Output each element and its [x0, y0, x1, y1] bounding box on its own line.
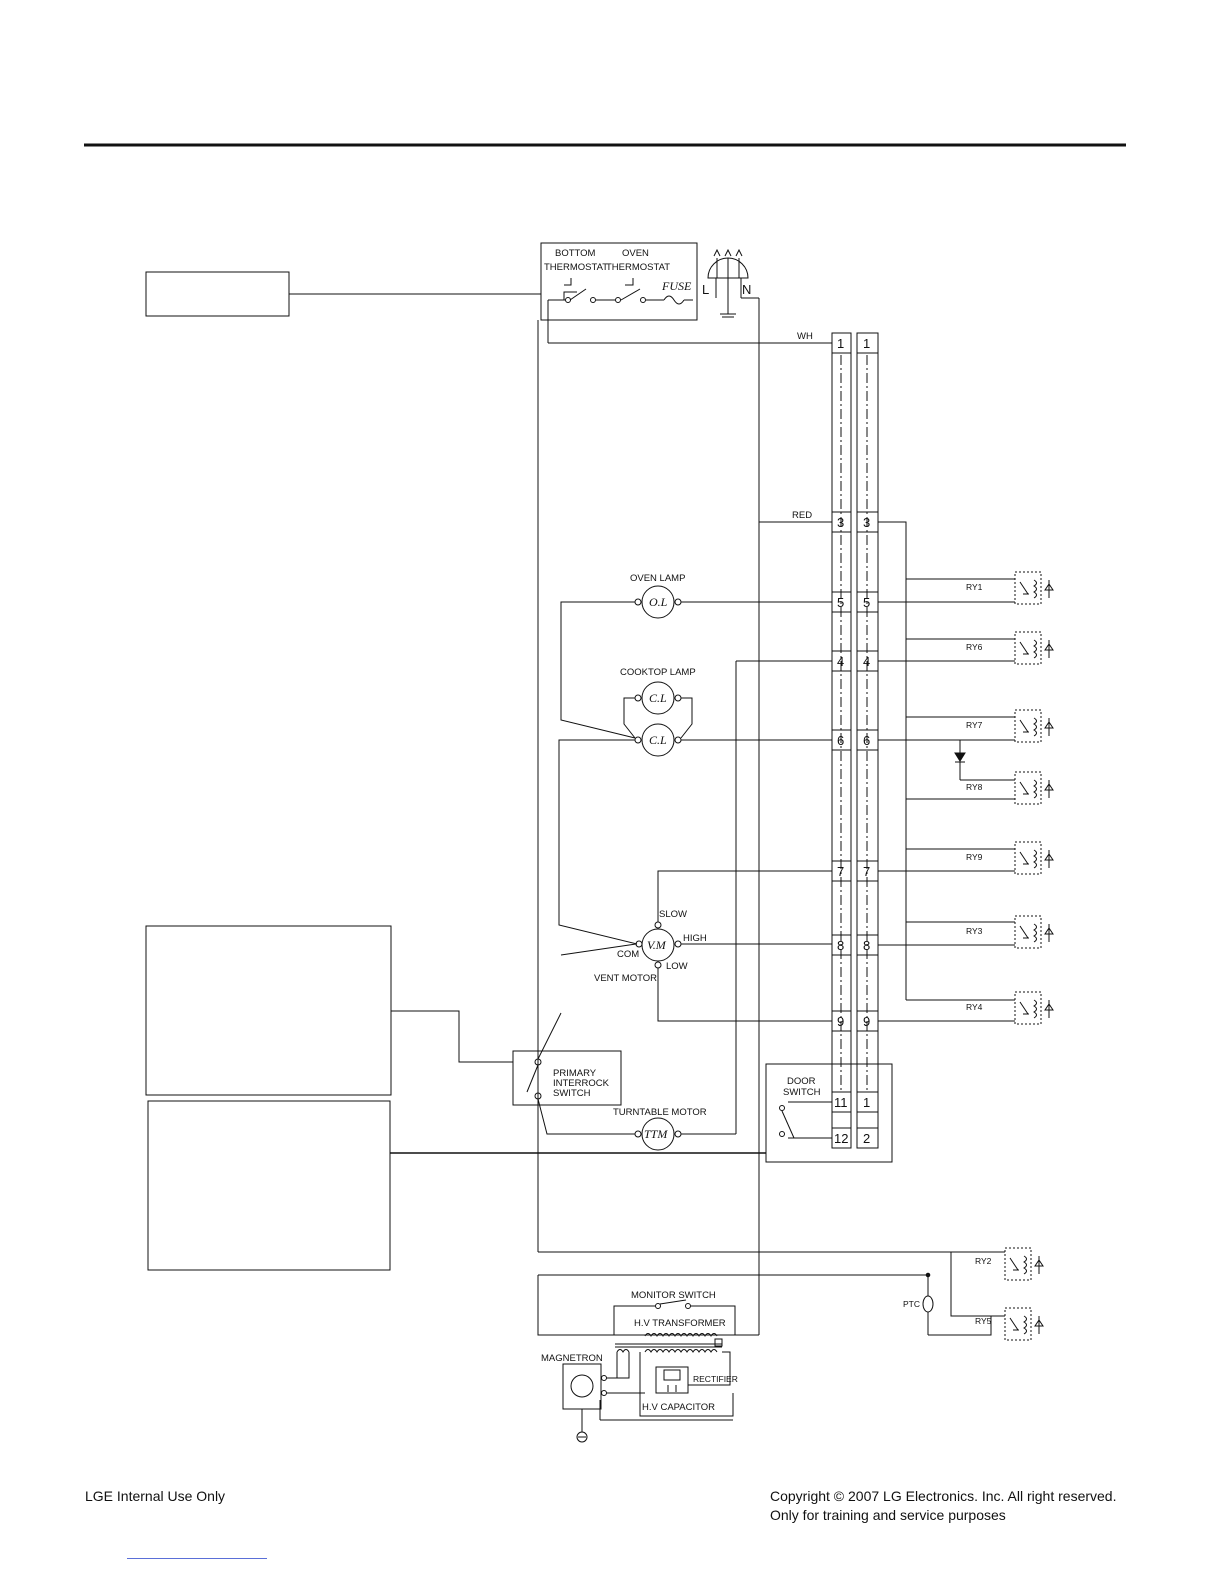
relay-labels: RY1 RY6 RY7 RY8 RY9 RY3 RY4 RY2 RY5 — [966, 582, 992, 1326]
cooktop-lamp-label: COOKTOP LAMP — [620, 667, 696, 678]
com-label: COM — [617, 949, 639, 960]
pin-right-label: 5 — [863, 595, 870, 610]
oven-thermostat-label-2: THERMOSTAT — [606, 262, 670, 273]
relay-label: RY8 — [966, 782, 983, 792]
line-n-label: N — [742, 282, 751, 297]
pin-right-label: 1 — [863, 1095, 870, 1110]
oven-lamp-label: OVEN LAMP — [630, 573, 685, 584]
line-l-label: L — [702, 282, 709, 297]
door-switch-label-2: SWITCH — [783, 1087, 821, 1098]
red-wire-label: RED — [792, 510, 812, 521]
ttm-symbol-text: TTM — [644, 1127, 668, 1141]
monitor-switch-label: MONITOR SWITCH — [631, 1290, 716, 1301]
callout-box-bottom — [147, 1100, 391, 1271]
pin-right-label: 7 — [863, 864, 870, 879]
primary-interlock-switch — [512, 1050, 622, 1106]
hv-transformer-label: H.V TRANSFORMER — [634, 1318, 726, 1329]
pin-left-label: 11 — [834, 1095, 848, 1110]
hv-transformer-primary — [644, 1333, 718, 1337]
pin-left-label: 3 — [837, 515, 844, 530]
usage-line: Only for training and service purposes — [770, 1507, 1006, 1523]
relay-label: RY4 — [966, 1002, 983, 1012]
oven-lamp-symbol-text: O.L — [649, 595, 668, 609]
turntable-motor-symbol — [641, 1117, 675, 1151]
ptc-label: PTC — [903, 1299, 920, 1309]
relay-label: RY2 — [975, 1256, 992, 1266]
cooktop-lamp-upper-text: C.L — [649, 691, 667, 705]
magnetron-box — [562, 1363, 602, 1410]
oven-thermostat-label-1: OVEN — [622, 248, 649, 259]
oven-lamp-symbol — [641, 585, 675, 619]
fuse-label: FUSE — [661, 279, 692, 293]
relay-label: RY9 — [966, 852, 983, 862]
link-underline[interactable] — [127, 1558, 267, 1559]
pin-left-label: 1 — [837, 336, 844, 351]
rectifier-label: RECTIFIER — [693, 1374, 738, 1384]
pin-right-label: 4 — [863, 654, 870, 669]
pin-right-label: 8 — [863, 938, 870, 953]
vent-motor-symbol-text: V.M — [647, 938, 667, 952]
pin-left-label: 12 — [834, 1131, 848, 1146]
pin-right-label: 3 — [863, 515, 870, 530]
pin-right-label: 9 — [863, 1014, 870, 1029]
callout-box-middle — [145, 925, 392, 1096]
relay-label: RY6 — [966, 642, 983, 652]
relay-symbols — [1004, 571, 1054, 1341]
magnetron-label: MAGNETRON — [541, 1353, 603, 1364]
callout-box-top — [145, 271, 290, 317]
copyright-line: Copyright © 2007 LG Electronics. Inc. Al… — [770, 1488, 1117, 1504]
relay-label: RY3 — [966, 926, 983, 936]
relay-label: RY1 — [966, 582, 983, 592]
pin-left-label: 7 — [837, 864, 844, 879]
relay-label: RY5 — [975, 1316, 992, 1326]
slow-label: SLOW — [659, 909, 687, 920]
cooktop-lamp-lower-text: C.L — [649, 733, 667, 747]
hv-capacitor-label: H.V CAPACITOR — [642, 1402, 715, 1413]
low-label: LOW — [666, 961, 688, 972]
pin-right-label: 6 — [863, 733, 870, 748]
relay-label: RY7 — [966, 720, 983, 730]
power-plug — [707, 257, 749, 279]
bottom-thermostat-label-1: BOTTOM — [555, 248, 596, 259]
primary-switch-label-1: PRIMARY — [553, 1068, 597, 1079]
thermostat-fuse-box — [540, 242, 698, 321]
pin-left-label: 6 — [837, 733, 844, 748]
high-label: HIGH — [683, 933, 707, 944]
vent-motor-label: VENT MOTOR — [594, 973, 657, 984]
footer-left-text: LGE Internal Use Only — [85, 1488, 226, 1504]
bottom-thermostat-label-2: THERMOSTAT — [544, 262, 608, 273]
door-switch-label-1: DOOR — [787, 1076, 816, 1087]
pin-left-label: 5 — [837, 595, 844, 610]
pin-right-label: 2 — [863, 1131, 870, 1146]
door-switch-box — [765, 1063, 893, 1163]
footer-copyright: Copyright © 2007 LG Electronics. Inc. Al… — [770, 1487, 1116, 1525]
pin-left-label: 9 — [837, 1014, 844, 1029]
component-labels: BOTTOM THERMOSTAT OVEN THERMOSTAT FUSE L… — [541, 248, 920, 1413]
cooktop-lamp-upper-symbol — [641, 681, 675, 715]
pin-left-label: 8 — [837, 938, 844, 953]
primary-switch-label-2: INTERROCK — [553, 1078, 610, 1089]
turntable-motor-label: TURNTABLE MOTOR — [613, 1107, 707, 1118]
rectifier-box — [655, 1366, 689, 1394]
footer-internal-use: LGE Internal Use Only — [85, 1487, 225, 1506]
wh-wire-label: WH — [797, 331, 813, 342]
cooktop-lamp-lower-symbol — [641, 723, 675, 757]
pin-right-label: 1 — [863, 336, 870, 351]
pin-left-label: 4 — [837, 654, 844, 669]
connector-pin-labels: 1 1 3 3 5 5 4 4 6 6 7 7 8 8 9 9 11 1 12 … — [834, 336, 870, 1146]
primary-switch-label-3: SWITCH — [553, 1088, 591, 1099]
